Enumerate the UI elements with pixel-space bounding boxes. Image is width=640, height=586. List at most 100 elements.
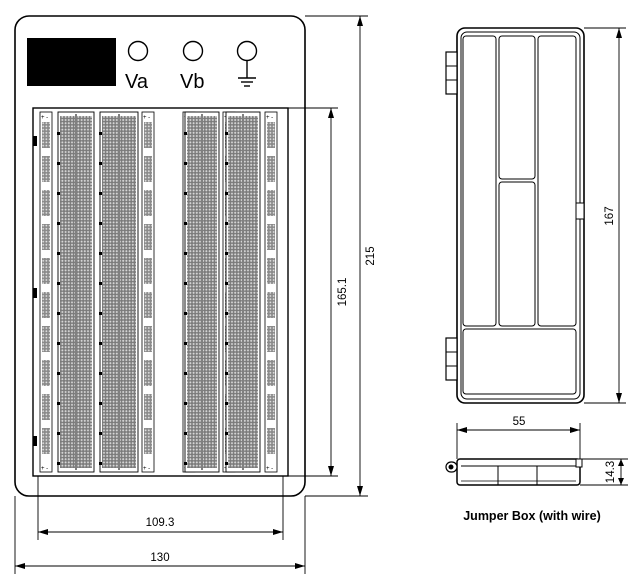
strip-row-mark <box>225 462 228 465</box>
rail-polarity-label: + - <box>41 115 48 121</box>
display-panel <box>27 38 116 86</box>
strip-row-mark <box>57 402 60 405</box>
dim-box-width: 55 <box>513 416 526 428</box>
strip-row-mark <box>225 432 228 435</box>
strip-row-mark <box>184 192 187 195</box>
strip-row-mark <box>57 282 60 285</box>
jumper-box-top-view <box>445 27 585 404</box>
rail-polarity-label: + - <box>266 466 273 472</box>
rail-hole-group <box>144 326 152 352</box>
jumper-box-side-view <box>445 458 583 486</box>
strip-hole-column <box>120 116 136 468</box>
dim-box-height: 167 <box>604 206 616 225</box>
rail-hole-group <box>144 156 152 182</box>
box-width-dimension <box>456 423 581 459</box>
strip-hole-column <box>187 116 201 468</box>
strip-row-mark <box>99 222 102 225</box>
strip-row-mark <box>225 252 228 255</box>
strip-row-mark <box>225 222 228 225</box>
strip-row-mark <box>225 312 228 315</box>
dim-strip-width: 109.3 <box>146 517 175 529</box>
rail-hole-group <box>144 428 152 454</box>
rail-hole-group <box>267 428 275 454</box>
strip-row-mark <box>57 192 60 195</box>
strip-row-mark <box>99 312 102 315</box>
strip-row-mark <box>57 132 60 135</box>
strip-row-mark <box>57 432 60 435</box>
dim-board-height: 215 <box>365 246 377 265</box>
rail-hole-group <box>144 394 152 420</box>
voltage-label-va: Va <box>125 71 149 93</box>
strip-row-mark <box>225 342 228 345</box>
strip-hole-column <box>60 116 75 468</box>
strip-row-mark <box>184 282 187 285</box>
rail-hole-group <box>42 428 50 454</box>
strip-row-mark <box>57 252 60 255</box>
strip-row-mark <box>184 222 187 225</box>
strip-row-mark <box>57 342 60 345</box>
terminal-vb[interactable] <box>182 40 204 62</box>
strip-row-mark <box>184 132 187 135</box>
strip-row-mark <box>184 342 187 345</box>
rail-hole-group <box>144 122 152 148</box>
strip-row-mark <box>225 372 228 375</box>
rail-hole-group <box>42 258 50 284</box>
breadboard-strips: + -+ -+ -+ -+ -+ -+ -+ -+ -+ - <box>39 111 278 473</box>
strip-row-mark <box>99 462 102 465</box>
strip-row-mark <box>57 462 60 465</box>
terminal-va[interactable] <box>127 40 149 62</box>
strip-row-mark <box>184 432 187 435</box>
strip-row-mark <box>225 282 228 285</box>
strip-row-mark <box>99 282 102 285</box>
board-dimensions <box>14 15 368 574</box>
strip-row-mark <box>184 372 187 375</box>
rail-hole-group <box>267 156 275 182</box>
strip-row-mark <box>225 402 228 405</box>
dim-box-depth: 14.3 <box>605 461 617 483</box>
rail-hole-group <box>42 326 50 352</box>
rail-hole-group <box>144 224 152 250</box>
rail-polarity-label: + - <box>143 115 150 121</box>
strip-row-mark <box>225 192 228 195</box>
strip-row-mark <box>99 432 102 435</box>
strip-row-mark <box>99 132 102 135</box>
strip-row-mark <box>99 162 102 165</box>
rail-hole-group <box>42 224 50 250</box>
strip-row-mark <box>225 132 228 135</box>
rail-hole-group <box>267 224 275 250</box>
strip-row-mark <box>225 162 228 165</box>
strip-row-mark <box>184 252 187 255</box>
strip-row-mark <box>99 252 102 255</box>
rail-hole-group <box>144 258 152 284</box>
rail-hole-group <box>267 122 275 148</box>
strip-hole-column <box>228 116 242 468</box>
rail-hole-group <box>267 360 275 386</box>
terminal-ground[interactable] <box>236 40 258 62</box>
dim-strip-height: 165.1 <box>337 278 349 307</box>
rail-hole-group <box>42 190 50 216</box>
strip-row-mark <box>57 222 60 225</box>
strip-row-mark <box>99 192 102 195</box>
rail-hole-group <box>267 258 275 284</box>
dim-board-width: 130 <box>150 552 169 564</box>
rail-hole-group <box>42 122 50 148</box>
strip-row-mark <box>99 372 102 375</box>
rail-polarity-label: + - <box>266 115 273 121</box>
strip-row-mark <box>99 342 102 345</box>
voltage-label-vb: Vb <box>180 71 204 93</box>
strip-row-mark <box>57 162 60 165</box>
breadboard-view: Va Vb + -+ -+ -+ -+ -+ -+ -+ -+ -+ - <box>14 15 306 497</box>
ground-symbol-icon <box>238 61 256 87</box>
box-depth-dimension <box>580 458 628 486</box>
rail-hole-group <box>267 292 275 318</box>
strip-row-mark <box>99 402 102 405</box>
strip-hole-column <box>77 116 92 468</box>
rail-hole-group <box>144 190 152 216</box>
rail-polarity-label: + - <box>143 466 150 472</box>
box-height-dimension <box>584 27 626 404</box>
strip-row-mark <box>184 402 187 405</box>
rail-hole-group <box>42 156 50 182</box>
strip-row-mark <box>184 312 187 315</box>
strip-row-mark <box>57 312 60 315</box>
